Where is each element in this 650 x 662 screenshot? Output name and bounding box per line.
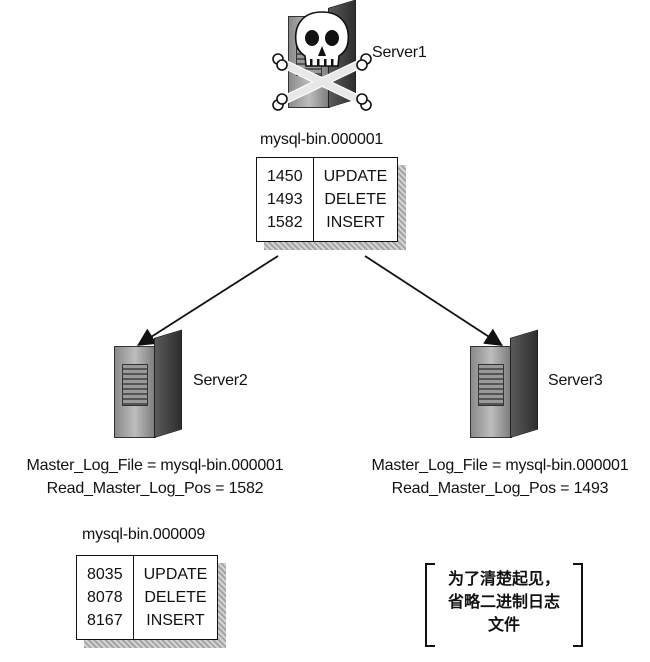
table-row: 1493 DELETE [256, 188, 398, 211]
bracket-right [573, 563, 583, 647]
binlog-table-2: 8035 UPDATE 8078 DELETE 8167 INSERT [76, 555, 227, 648]
server3-master-log-file: Master_Log_File = mysql-bin.000001 [371, 457, 629, 474]
note-line: 文件 [487, 615, 520, 634]
server1-label: Server1 [372, 44, 427, 61]
log-position: 8078 [76, 586, 134, 609]
log-event: DELETE [324, 191, 387, 208]
binlog-table-1: 1450 UPDATE 1493 DELETE 1582 INSERT [256, 157, 407, 250]
server3-read-master-log-pos: Read_Master_Log_Pos = 1493 [391, 480, 609, 497]
table-row: 1582 INSERT [256, 211, 398, 242]
arrow-to-server3 [364, 255, 504, 346]
table-row: 8078 DELETE [76, 586, 218, 609]
log-event: UPDATE [323, 168, 388, 185]
server-tower-icon [114, 329, 184, 438]
server1-crashed [272, 0, 372, 112]
log-position: 1493 [256, 188, 314, 211]
server-tower-icon [470, 329, 540, 438]
log-event: INSERT [146, 612, 205, 629]
server3-label: Server3 [548, 372, 603, 389]
log-event: INSERT [326, 214, 385, 231]
arrow-to-server2 [136, 255, 279, 346]
server2-master-log-file: Master_Log_File = mysql-bin.000001 [26, 457, 284, 474]
note-line: 为了清楚起见， [447, 569, 560, 588]
log-event: DELETE [144, 589, 207, 606]
server2-binlog-filename: mysql-bin.000009 [82, 526, 206, 543]
note-line: 省略二进制日志 [447, 592, 560, 611]
log-position: 8167 [76, 609, 134, 640]
server2-read-master-log-pos: Read_Master_Log_Pos = 1582 [46, 480, 264, 497]
table-row: 1450 UPDATE [256, 157, 398, 188]
server2-label: Server2 [193, 372, 248, 389]
log-position: 8035 [76, 555, 134, 586]
bracket-left [425, 563, 435, 647]
table-row: 8035 UPDATE [76, 555, 218, 586]
skull-crossbones-icon [272, 11, 372, 111]
table-row: 8167 INSERT [76, 609, 218, 640]
server1-binlog-filename: mysql-bin.000001 [260, 131, 384, 148]
log-position: 1450 [256, 157, 314, 188]
log-position: 1582 [256, 211, 314, 242]
omitted-binlog-note: 为了清楚起见， 省略二进制日志 文件 [425, 563, 583, 647]
log-event: UPDATE [143, 566, 208, 583]
